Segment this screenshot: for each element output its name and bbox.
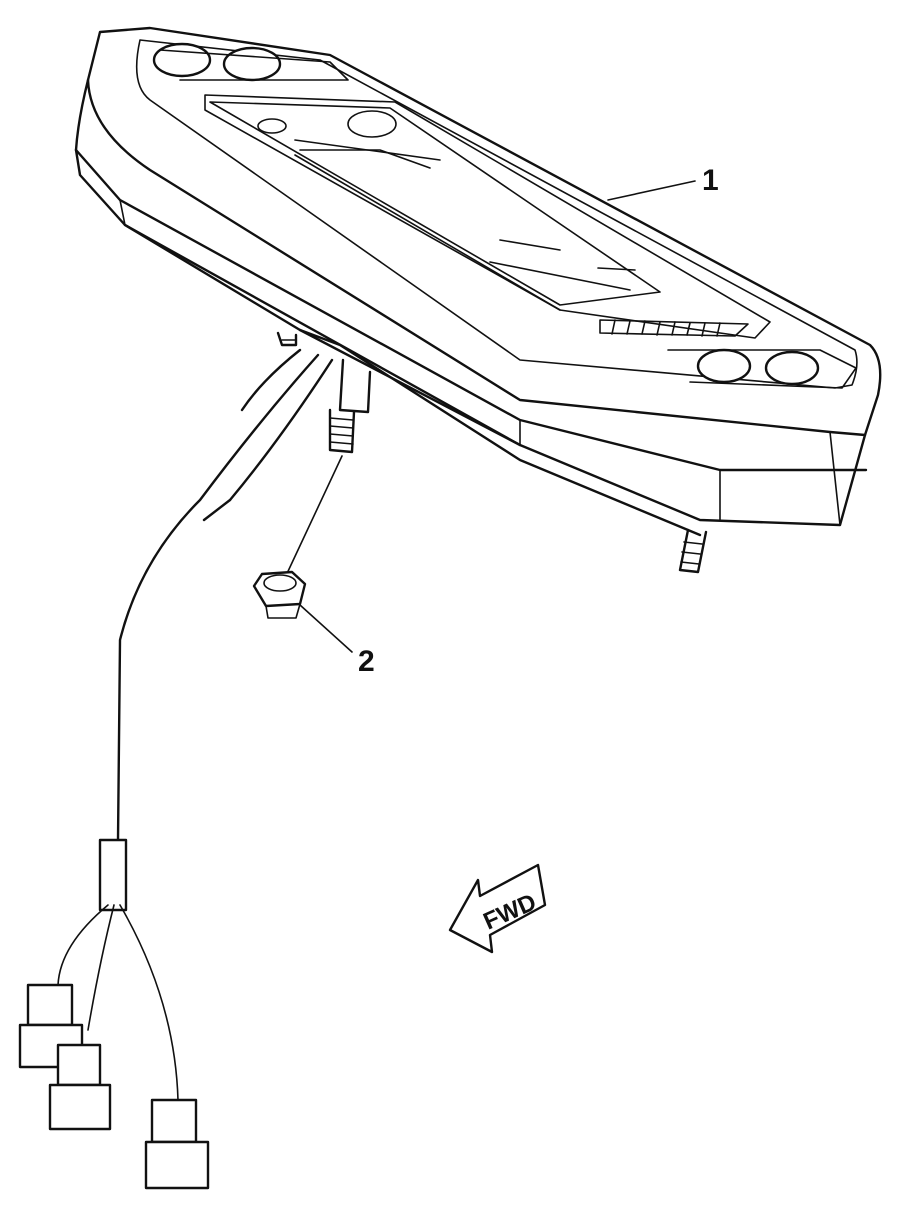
- right-mounting-stud: [678, 528, 708, 574]
- center-mounting-stud: [328, 358, 372, 454]
- meter-assembly: [74, 26, 882, 537]
- connector-c: [144, 1098, 210, 1190]
- callout-1: 1: [702, 164, 719, 197]
- flange-nut: [252, 570, 307, 619]
- wire-harness: [57, 348, 334, 1101]
- left-mounting-stud: [276, 331, 298, 347]
- lcd-bar-graph: [599, 319, 749, 337]
- connector-b: [48, 1043, 112, 1131]
- fwd-arrow: FWD: [448, 863, 547, 954]
- callout-2: 2: [358, 645, 375, 678]
- assembly-guide-line: [282, 455, 343, 583]
- callout-1-leader: [607, 180, 696, 201]
- callout-2-leader: [299, 604, 353, 653]
